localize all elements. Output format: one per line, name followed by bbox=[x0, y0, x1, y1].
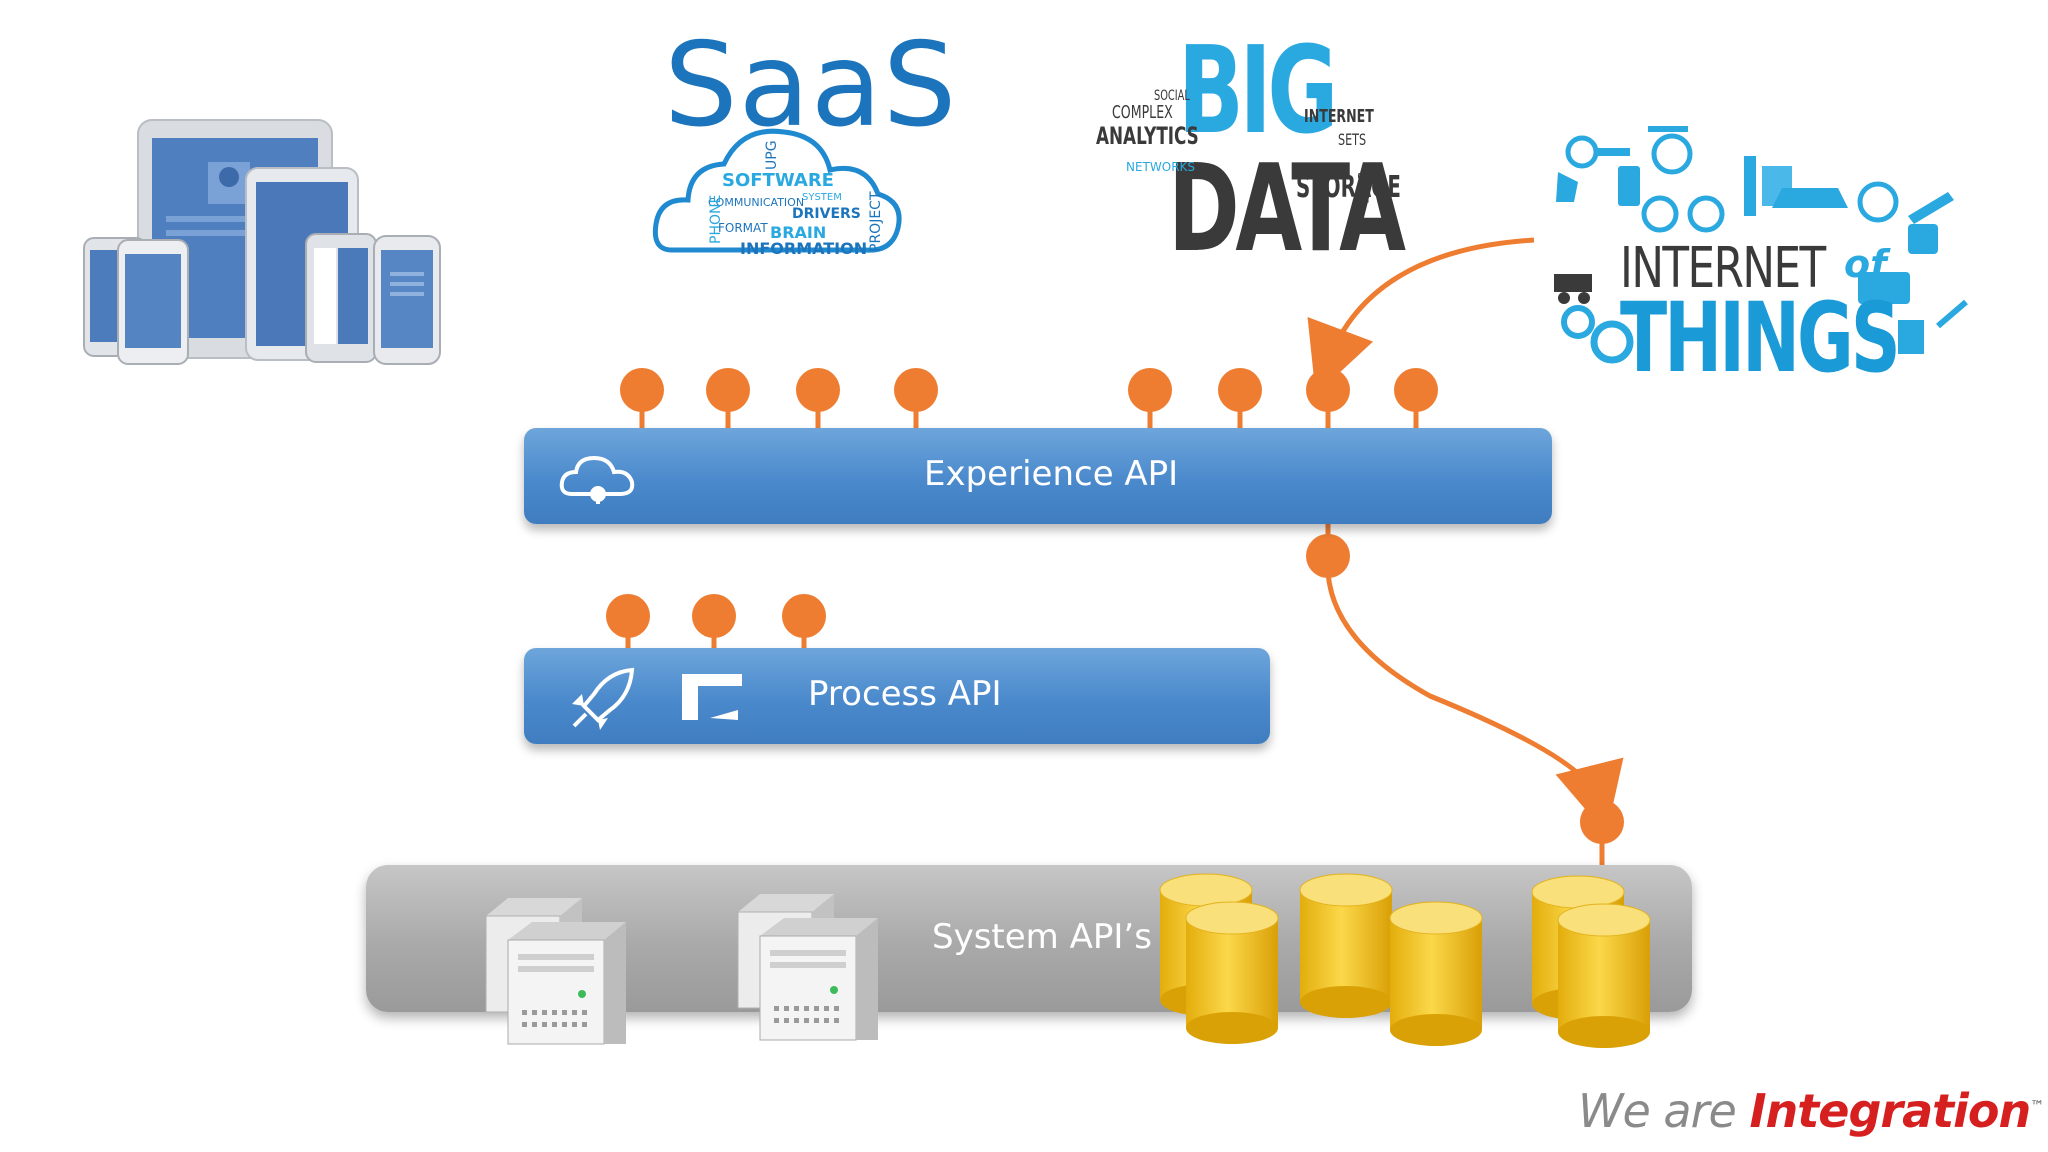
big-data-word: NETWORKS bbox=[1126, 160, 1196, 174]
process-api-bar: Process API bbox=[524, 648, 1270, 744]
saas-word: BRAIN bbox=[770, 223, 826, 242]
saas-word: DRIVERS bbox=[792, 206, 861, 222]
iot-of-text: of bbox=[1844, 242, 1887, 286]
saas-word: INFORMATION bbox=[740, 239, 867, 258]
system-pin bbox=[1580, 800, 1624, 844]
big-data-word: STORAGE bbox=[1296, 170, 1401, 205]
process-pins bbox=[606, 594, 826, 656]
iot-internet-text: INTERNET bbox=[1620, 236, 1826, 301]
tagline-tm: ™ bbox=[2030, 1098, 2044, 1115]
saas-word: SOFTWARE bbox=[722, 170, 834, 191]
experience-api-bar: Experience API bbox=[524, 428, 1552, 524]
brand-tagline: We are Integration™ bbox=[1578, 1084, 2044, 1138]
big-data-cloud: BIG DATA ANALYTICS COMPLEX INTERNET STOR… bbox=[1082, 22, 1412, 279]
data-word: DATA bbox=[1168, 140, 1406, 279]
big-data-word: COMPLEX bbox=[1112, 102, 1173, 123]
system-api-label: System API’s bbox=[932, 917, 1152, 957]
server-icon bbox=[737, 894, 878, 1041]
big-data-word: SETS bbox=[1338, 130, 1367, 149]
server-icon bbox=[485, 898, 626, 1045]
database-cylinder bbox=[1299, 873, 1393, 1018]
big-data-word: ANALYTICS bbox=[1096, 122, 1199, 150]
saas-word: PROJECT bbox=[868, 191, 884, 252]
database-cylinder bbox=[1389, 901, 1483, 1046]
big-data-word: SOCIAL bbox=[1154, 88, 1190, 104]
big-word: BIG bbox=[1178, 22, 1338, 161]
saas-word: PHONE bbox=[708, 195, 724, 244]
database-cylinder bbox=[1557, 903, 1651, 1048]
saas-word: COMMUNICATION bbox=[708, 196, 804, 209]
saas-word: UPG bbox=[764, 140, 780, 170]
tagline-integration: Integration bbox=[1749, 1084, 2031, 1138]
saas-word: FORMAT bbox=[718, 221, 768, 235]
rocket-icon bbox=[572, 667, 635, 730]
iot-to-experience-arrow bbox=[1307, 237, 1535, 395]
big-data-word: INTERNET bbox=[1304, 106, 1374, 127]
cloud-connect-icon bbox=[559, 455, 635, 504]
database-icons bbox=[1159, 873, 1651, 1048]
experience-to-system-arrow bbox=[1325, 555, 1624, 834]
iot-icons bbox=[1554, 126, 1968, 364]
iot-things-text: THINGS bbox=[1620, 282, 1901, 394]
process-api-label: Process API bbox=[808, 674, 1002, 714]
devices-icon bbox=[83, 119, 441, 365]
saas-word: SYSTEM bbox=[802, 192, 842, 203]
experience-api-label: Experience API bbox=[924, 454, 1179, 494]
flow-icon bbox=[682, 674, 742, 720]
database-cylinder bbox=[1185, 901, 1279, 1044]
saas-cloud-icon: SOFTWARE COMMUNICATION DRIVERS BRAIN INF… bbox=[652, 128, 902, 258]
saas-title: SaaS bbox=[664, 18, 958, 153]
tagline-we-are: We are bbox=[1578, 1084, 1737, 1138]
